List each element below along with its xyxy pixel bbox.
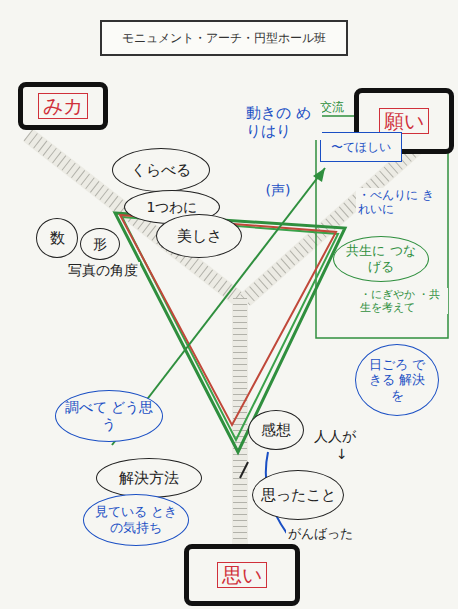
circled-word: 日ごろ できる 解決を: [355, 344, 439, 416]
circled-word: 形: [80, 228, 120, 260]
node-text: みカ: [38, 93, 88, 119]
corner-box: みカ: [18, 82, 108, 130]
circled-word: 数: [36, 218, 78, 258]
node-text: 美しさ: [177, 227, 222, 245]
circled-word: 感想: [248, 410, 304, 450]
node-text: 数: [50, 229, 65, 247]
node-text: 1つわに: [147, 199, 198, 216]
title-text: モニュメント・アーチ・円型ホール班: [122, 31, 326, 45]
node-text: 解決方法: [119, 469, 179, 487]
node-text: 思ったこと: [261, 486, 336, 504]
circled-word: 共生に つなげる: [333, 236, 429, 282]
note-text: 写真の角度: [66, 262, 140, 279]
node-text: 〜てほしい: [331, 140, 391, 154]
circled-word: 調べて どう思う: [55, 390, 163, 442]
node-text: 調べて どう思う: [63, 399, 155, 433]
circled-word: 美しさ: [156, 214, 242, 258]
node-text: 思い: [217, 562, 267, 588]
node-text: 形: [93, 236, 107, 253]
circled-word: 思ったこと: [252, 470, 344, 520]
arrow-head: [313, 168, 325, 182]
note-text: 動きの めりはり: [244, 104, 322, 140]
title-box: モニュメント・アーチ・円型ホール班: [100, 20, 348, 56]
node-text: 願い: [379, 108, 429, 134]
circled-word: くらべる: [112, 148, 210, 192]
note-text: 人人が: [312, 428, 358, 445]
node-text: 見ている ときの気持ち: [91, 504, 181, 535]
voice-note: (声): [255, 176, 301, 204]
node-text: 交流: [318, 100, 346, 114]
wish-box: 〜てほしい: [320, 132, 402, 162]
node-text: 感想: [261, 421, 291, 439]
pen-stroke: [240, 462, 248, 478]
node-text: (声): [266, 182, 291, 199]
node-text: 日ごろ できる 解決を: [363, 357, 431, 404]
node-text: くらべる: [131, 161, 191, 179]
node-text: 共生に つなげる: [341, 243, 421, 274]
note-text: ↓: [334, 446, 350, 463]
circled-word: 見ている ときの気持ち: [83, 494, 189, 546]
note-text: がんばった: [286, 526, 355, 542]
corner-box: 思い: [184, 544, 300, 606]
note-text: ・べんりに きれいに: [356, 188, 436, 217]
note-text: ・にぎやか ・共生を考えて: [358, 288, 448, 314]
circled-word: 解決方法: [96, 458, 202, 498]
